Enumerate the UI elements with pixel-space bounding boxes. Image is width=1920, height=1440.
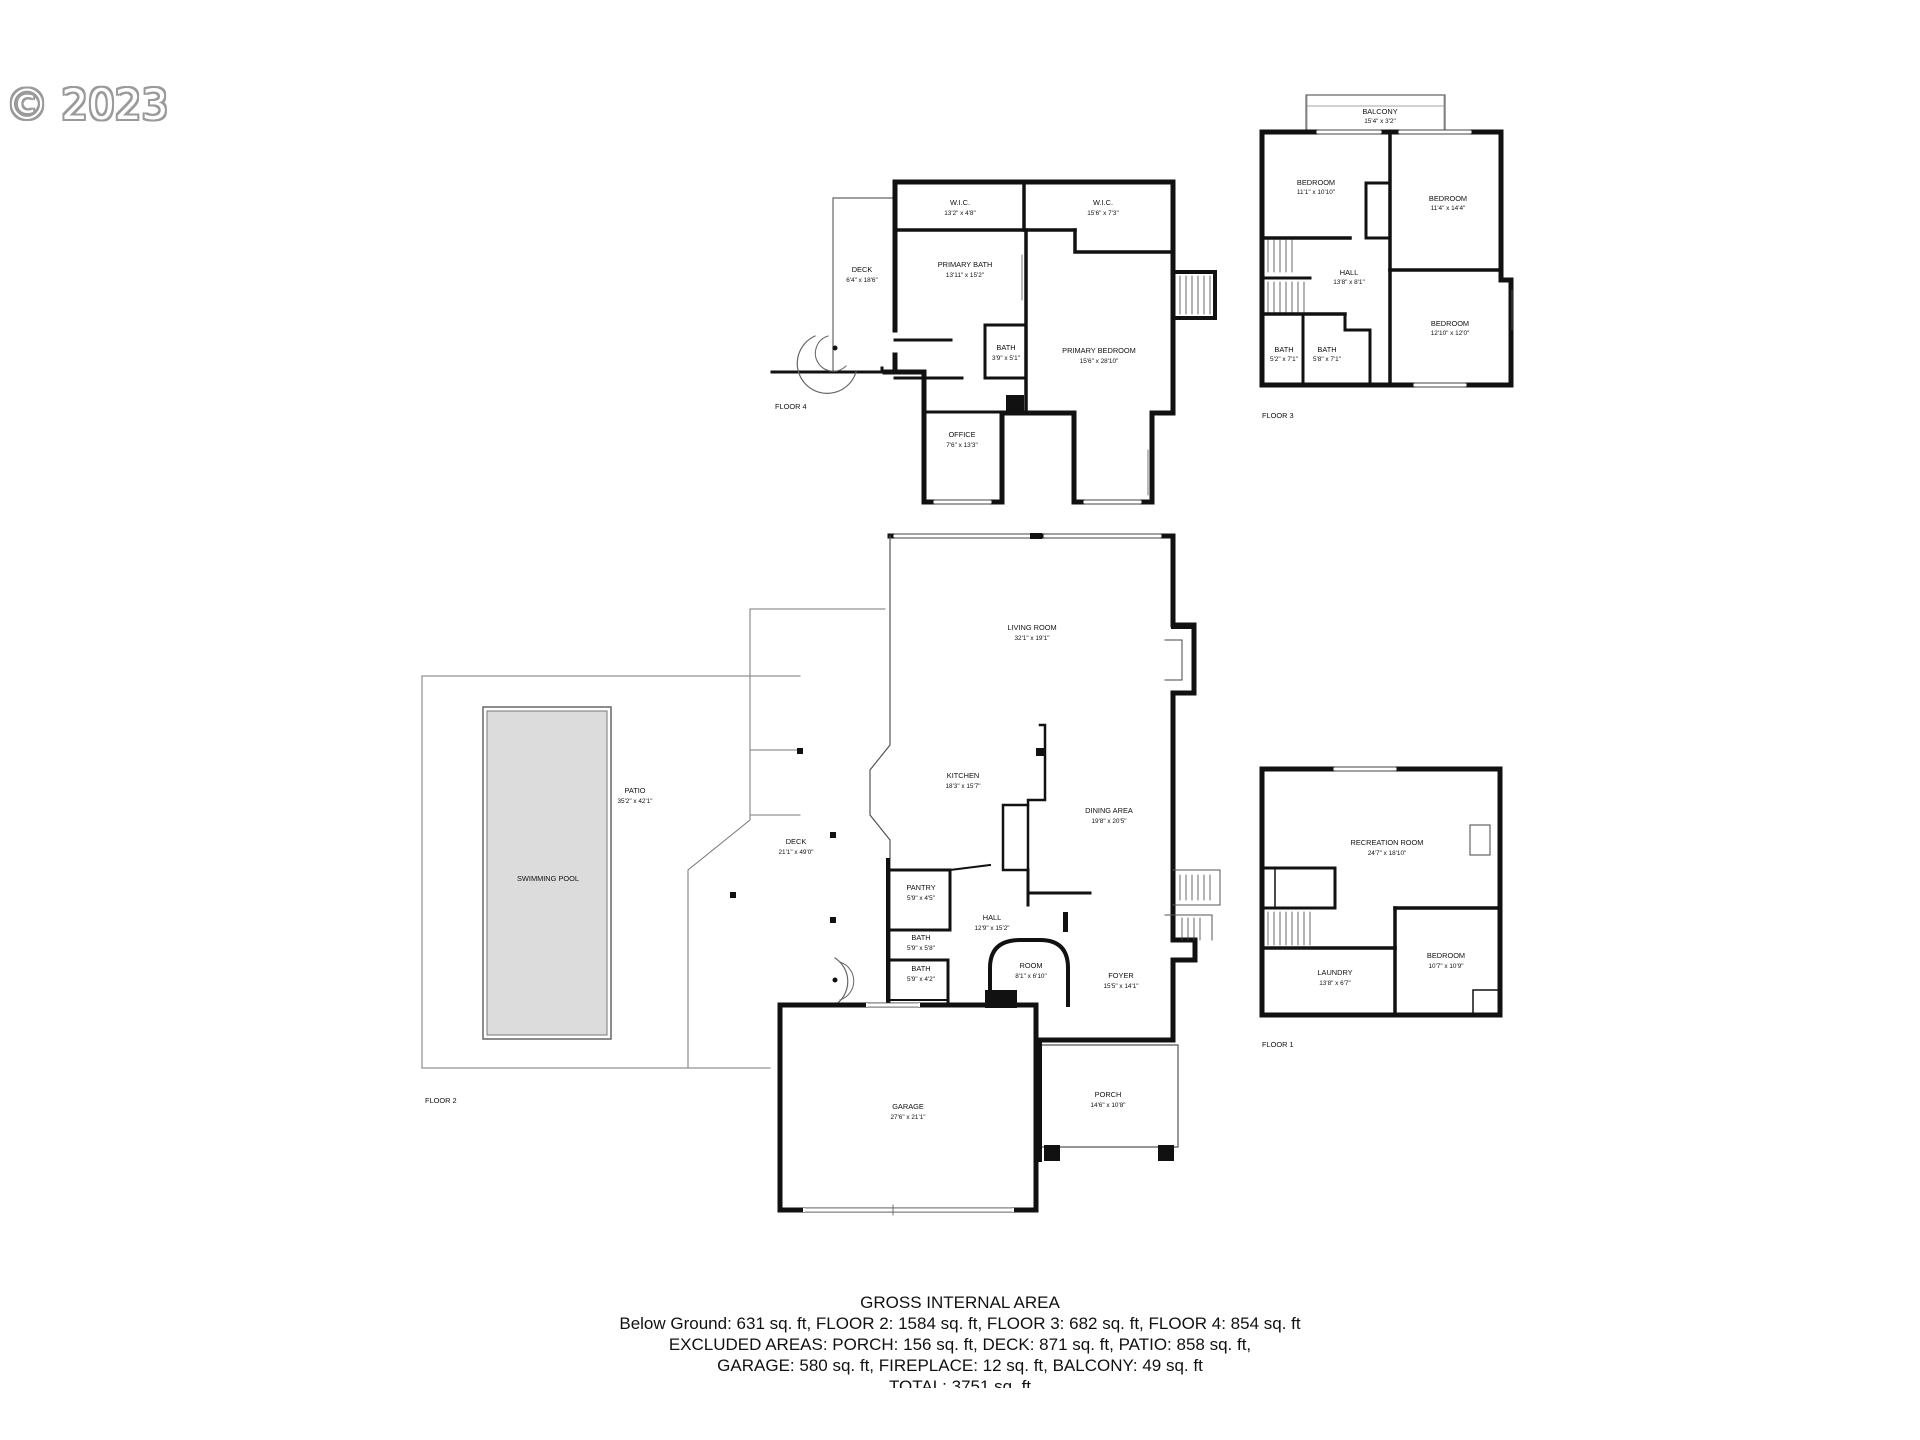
floor3-bedroom-a-name: BEDROOM — [1297, 178, 1335, 187]
floor3-bath-a-name: BATH — [1274, 345, 1293, 354]
floor3-bedroom-b-name: BEDROOM — [1429, 194, 1467, 203]
floor3-label: FLOOR 3 — [1262, 411, 1294, 420]
floor2-porch-name: PORCH — [1095, 1090, 1122, 1099]
floor3-bath-a-dims: 5'2" x 7'1" — [1270, 356, 1298, 363]
floor3-bedroom-c-dims: 12'10" x 12'0" — [1431, 330, 1470, 337]
floor2-deck-name: DECK — [786, 837, 807, 846]
floor2-patio-name: PATIO — [624, 786, 645, 795]
area-summary-title: GROSS INTERNAL AREA — [860, 1293, 1060, 1312]
floor1-label: FLOOR 1 — [1262, 1040, 1294, 1049]
area-summary-line-2: EXCLUDED AREAS: PORCH: 156 sq. ft, DECK:… — [668, 1335, 1252, 1354]
floor1-laundry-dims: 13'8" x 6'7" — [1319, 980, 1351, 987]
floor2-deck-dims: 21'1" x 49'0" — [778, 849, 813, 856]
floor4-bath-dims: 3'9" x 5'1" — [992, 355, 1020, 362]
floor1-laundry-name: LAUNDRY — [1317, 968, 1352, 977]
floor3-bath-b-dims: 5'8" x 7'1" — [1313, 356, 1341, 363]
floor3-hall-name: HALL — [1340, 268, 1359, 277]
floor-4-plan — [770, 179, 1217, 505]
floor2-bath-b-dims: 5'9" x 4'2" — [907, 976, 935, 983]
floor1-bedroom-dims: 10'7" x 10'9" — [1428, 963, 1463, 970]
floor3-balcony-name: BALCONY — [1362, 107, 1397, 116]
floor2-pantry-dims: 5'9" x 4'5" — [907, 895, 935, 902]
floor2-foyer-name: FOYER — [1108, 971, 1133, 980]
floor4-primary-bath-dims: 13'11" x 15'2" — [946, 272, 984, 279]
floor2-hall-dims: 12'9" x 15'2" — [974, 925, 1009, 932]
floor2-living-room-name: LIVING ROOM — [1007, 623, 1056, 632]
floor2-bath-b-name: BATH — [911, 964, 930, 973]
floor2-room-name: ROOM — [1020, 961, 1043, 970]
floor2-hall-name: HALL — [983, 913, 1002, 922]
floor2-room-dims: 8'1" x 6'10" — [1015, 973, 1047, 980]
floor-2-plan — [421, 533, 1221, 1216]
floor4-wic-b-name: W.I.C. — [1093, 198, 1113, 207]
floor4-label: FLOOR 4 — [775, 402, 807, 411]
floor2-dining-area-name: DINING AREA — [1085, 806, 1133, 815]
floor2-bath-a-name: BATH — [911, 933, 930, 942]
floor4-wic-b-dims: 15'6" x 7'3" — [1087, 210, 1119, 217]
floor3-hall-dims: 13'8" x 8'1" — [1333, 279, 1365, 286]
area-summary-line-3: GARAGE: 580 sq. ft, FIREPLACE: 12 sq. ft… — [717, 1356, 1203, 1375]
floor4-bath-name: BATH — [996, 343, 1015, 352]
floor2-pantry-name: PANTRY — [906, 883, 935, 892]
floor4-primary-bedroom-name: PRIMARY BEDROOM — [1062, 346, 1136, 355]
floor2-garage-dims: 27'6" x 21'1" — [890, 1114, 925, 1121]
floor2-dining-area-dims: 19'8" x 20'5" — [1091, 818, 1126, 825]
floor2-kitchen-name: KITCHEN — [947, 771, 979, 780]
floor2-garage-name: GARAGE — [892, 1102, 924, 1111]
floor4-primary-bedroom-dims: 15'6" x 28'10" — [1080, 358, 1119, 365]
floor3-balcony-dims: 15'4" x 3'2" — [1364, 118, 1396, 125]
floor1-recreation-room-dims: 24'7" x 18'10" — [1368, 850, 1407, 857]
floor2-label: FLOOR 2 — [425, 1096, 457, 1105]
floor4-wic-a-dims: 13'2" x 4'8" — [944, 210, 976, 217]
floor3-bedroom-c-name: BEDROOM — [1431, 319, 1469, 328]
floor2-foyer-dims: 15'5" x 14'1" — [1103, 983, 1138, 990]
floor4-deck-dims: 6'4" x 18'6" — [846, 277, 878, 284]
floor1-recreation-room-name: RECREATION ROOM — [1351, 838, 1424, 847]
copyright-watermark: © 2023 — [6, 80, 169, 129]
area-summary-line-1: Below Ground: 631 sq. ft, FLOOR 2: 1584 … — [619, 1314, 1301, 1333]
floor4-office-dims: 7'6" x 13'3" — [946, 442, 978, 449]
floor1-bedroom-name: BEDROOM — [1427, 951, 1465, 960]
floor2-swimming-pool-name: SWIMMING POOL — [517, 874, 579, 883]
floor4-primary-bath-name: PRIMARY BATH — [938, 260, 993, 269]
floor2-kitchen-dims: 18'3" x 15'7" — [945, 783, 980, 790]
floor2-living-room-dims: 32'1" x 19'1" — [1014, 635, 1049, 642]
floor2-porch-dims: 14'6" x 10'8" — [1090, 1102, 1125, 1109]
floor-1-plan — [1259, 766, 1503, 1018]
floor4-wic-a-name: W.I.C. — [950, 198, 970, 207]
gross-internal-area-summary: GROSS INTERNAL AREA Below Ground: 631 sq… — [0, 1292, 1920, 1388]
floor2-patio-dims: 35'2" x 42'1" — [617, 798, 652, 805]
area-summary-line-4: TOTAL: 3751 sq. ft — [888, 1377, 1032, 1388]
room-labels: W.I.C. 13'2" x 4'8" W.I.C. 15'6" x 7'3" … — [425, 107, 1469, 1121]
floor4-deck-name: DECK — [852, 265, 873, 274]
floor3-bedroom-b-dims: 11'4" x 14'4" — [1431, 205, 1466, 212]
floor3-bath-b-name: BATH — [1317, 345, 1336, 354]
floor2-bath-a-dims: 5'9" x 5'8" — [907, 945, 935, 952]
floor4-office-name: OFFICE — [948, 430, 975, 439]
floor3-bedroom-a-dims: 11'1" x 10'10" — [1297, 189, 1335, 196]
floor-3-plan — [1259, 94, 1514, 388]
